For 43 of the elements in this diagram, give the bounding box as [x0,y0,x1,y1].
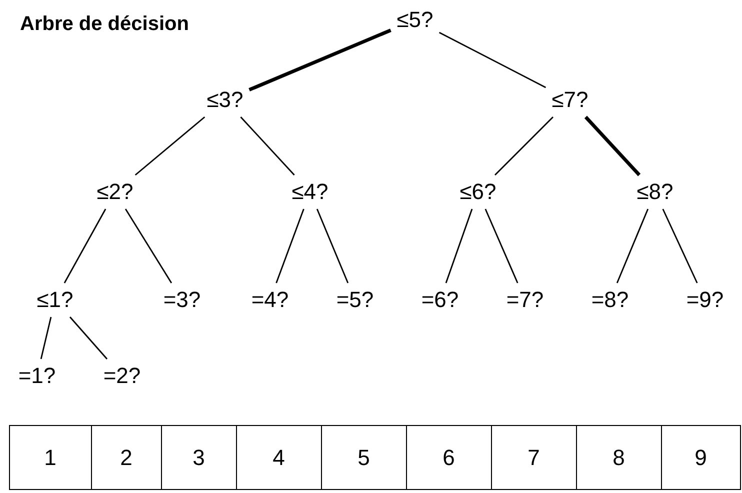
tree-branch [494,116,554,176]
tree-branch [276,208,304,284]
node-label: ≤6? [454,175,502,209]
tree-branch [316,208,349,284]
node-label: =9? [680,283,730,317]
tree-branch [438,32,546,88]
tree-branch [248,28,392,92]
node-label: ≤5? [390,3,440,37]
table-cell: 9 [660,425,741,490]
table-cell: 8 [576,425,662,490]
tree-branch [240,116,295,176]
tree-branch [124,208,172,284]
node-label: =3? [157,283,207,317]
node-label: ≤1? [30,283,80,317]
tree-branch [69,316,108,360]
table-cell: 7 [490,425,577,490]
node-label: =8? [585,283,635,317]
table-cell: 3 [160,425,237,490]
table-cell: 5 [320,425,407,490]
node-label: ≤8? [630,175,680,209]
node-label: =7? [500,283,550,317]
table-cell: 4 [236,425,322,490]
tree-branch [584,116,641,176]
diagram-title: Arbre de décision [20,12,189,36]
table-cell: 6 [406,425,492,490]
node-label: =6? [415,283,465,317]
node-label: ≤2? [90,175,140,209]
table-cell: 1 [8,425,92,490]
node-label: =1? [12,359,62,393]
node-label: ≤7? [546,83,594,117]
tree-branch [445,208,473,284]
node-label: ≤4? [286,175,334,209]
node-label: =5? [330,283,380,317]
node-label: =2? [97,359,147,393]
tree-branch [64,208,106,284]
tree-branch [616,208,649,284]
tree-branch [134,116,206,176]
node-label: =4? [245,283,295,317]
tree-branch [40,316,52,360]
table-cell: 2 [90,425,162,490]
node-label: ≤3? [200,83,250,117]
tree-branch [484,208,518,284]
tree-branch [662,208,698,284]
